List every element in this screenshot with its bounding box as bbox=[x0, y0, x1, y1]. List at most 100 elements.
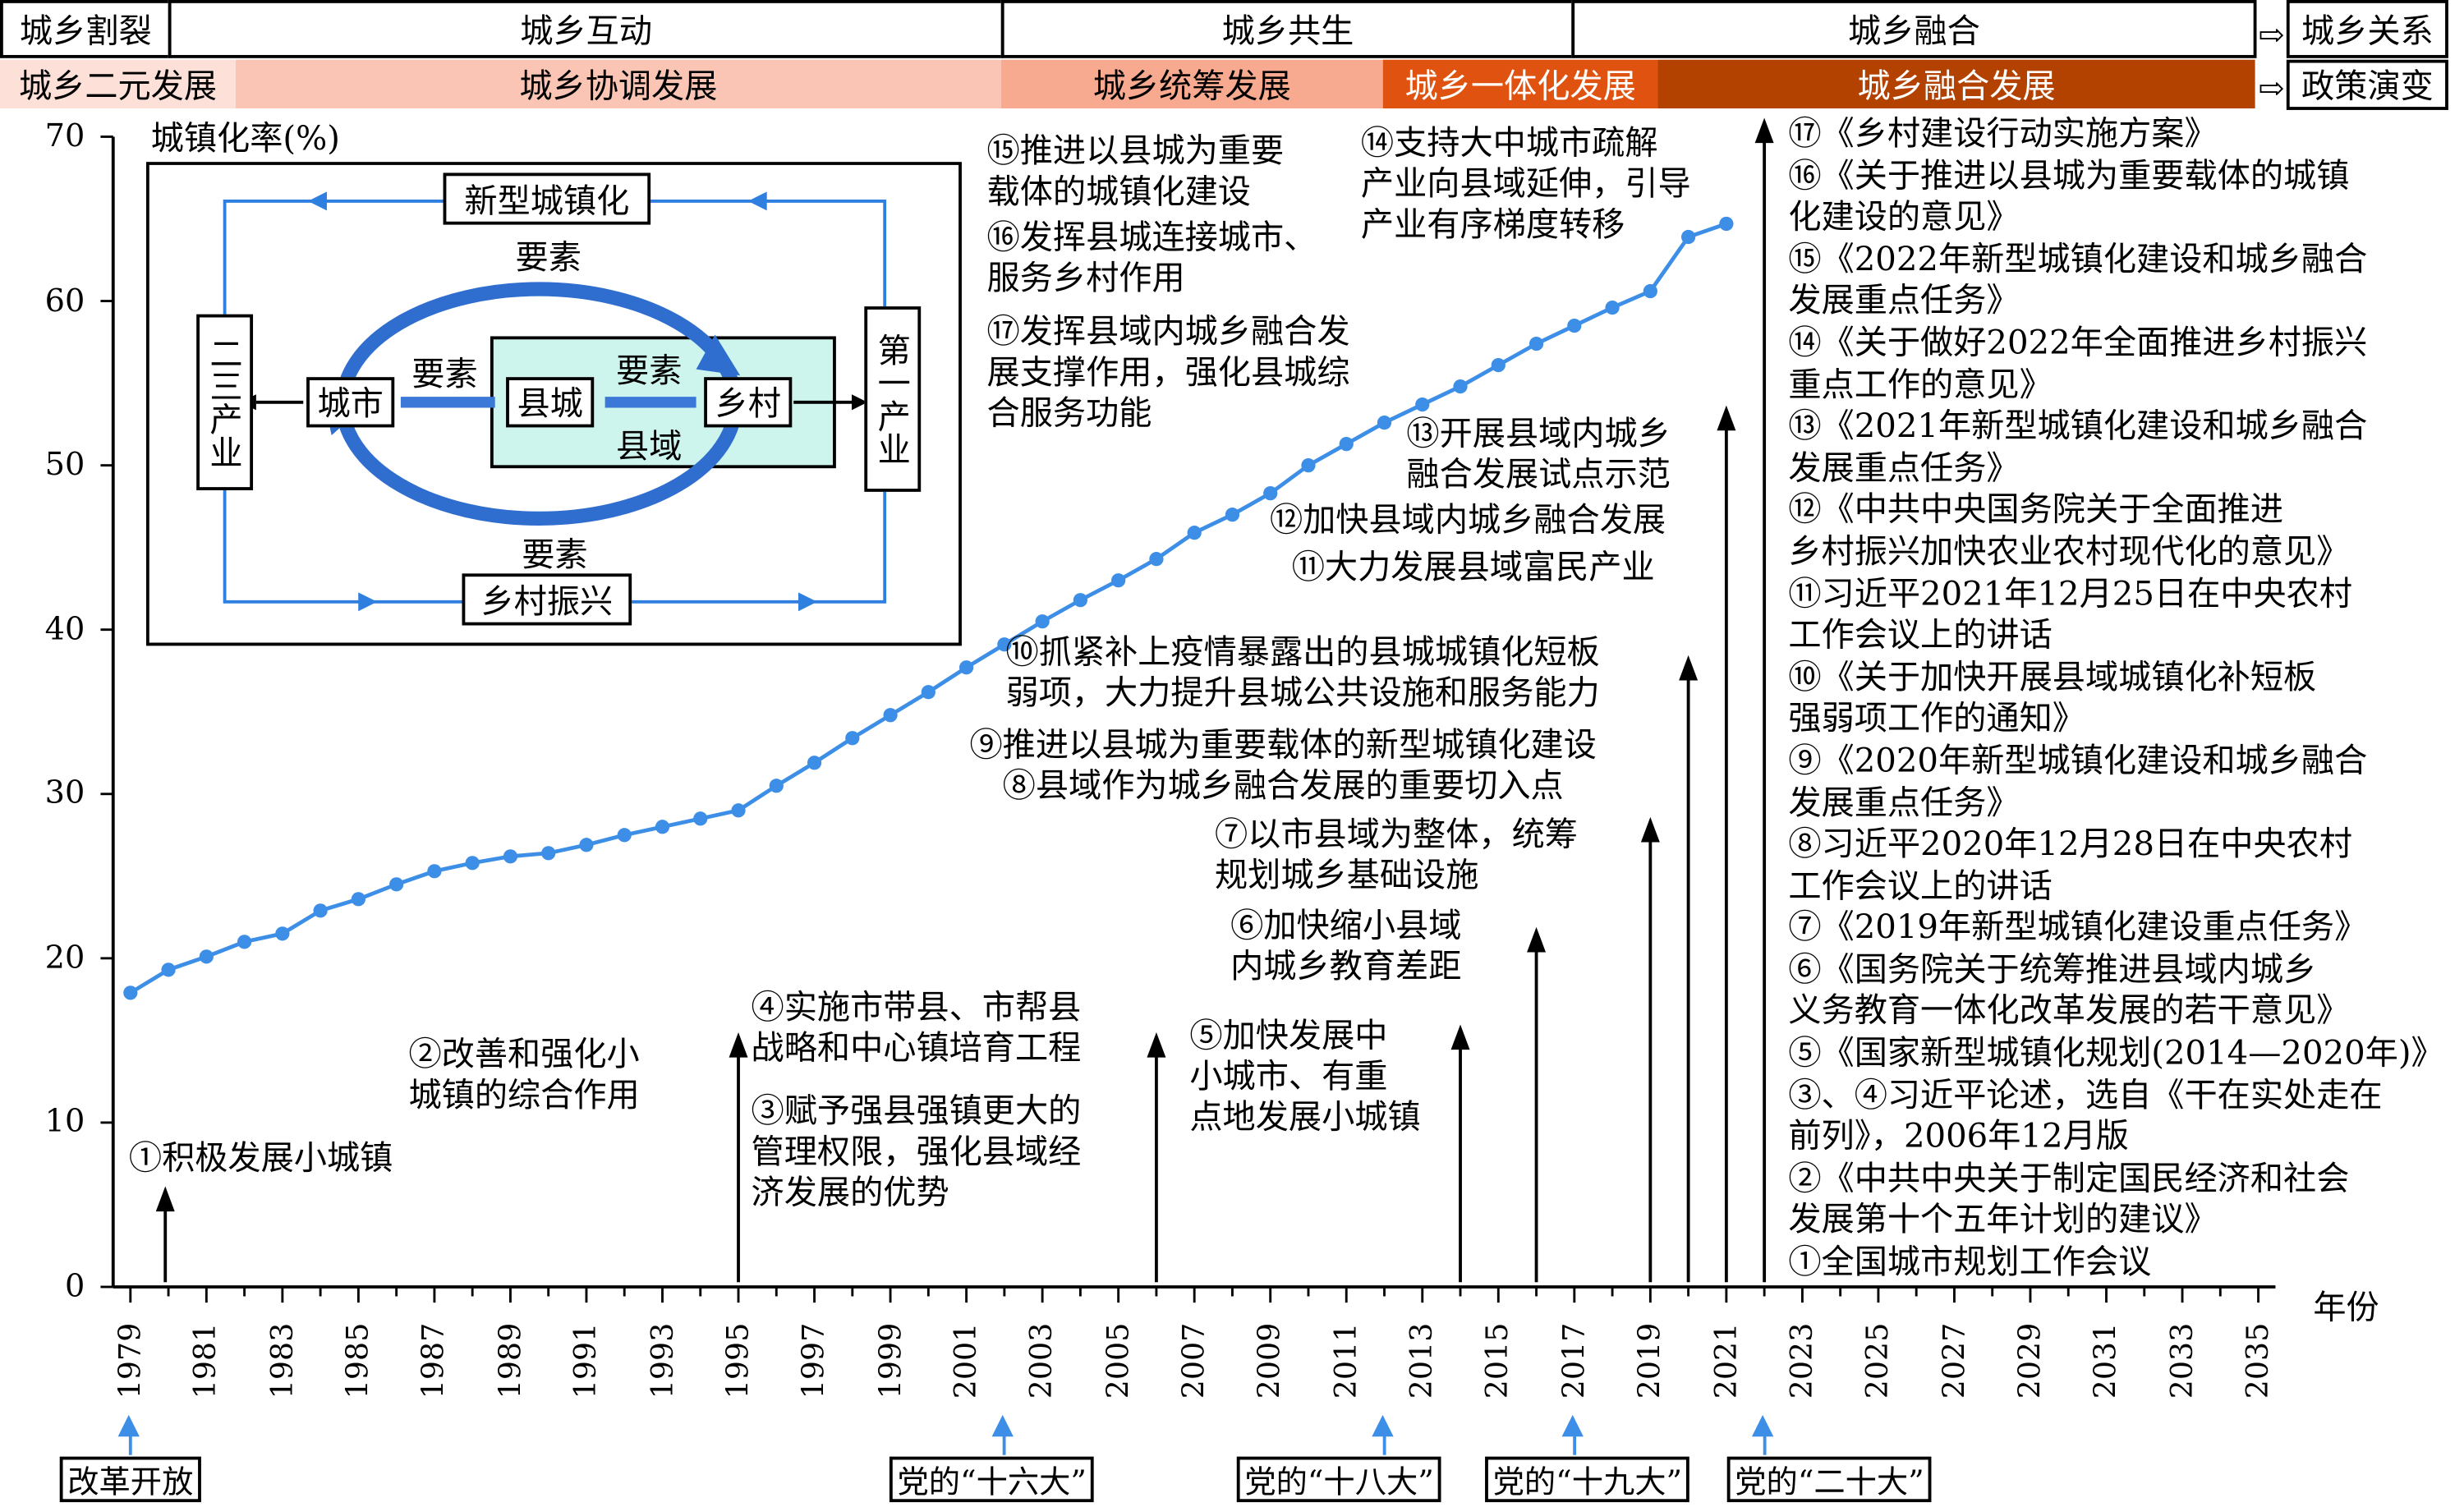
policy-annotation: ⑫加快县域内城乡融合发展 bbox=[1270, 499, 1666, 540]
rural-revitalization-box: 乡村振兴 bbox=[462, 573, 632, 626]
x-tick-label: 1993 bbox=[645, 1322, 680, 1399]
annotation-line: 小城市、有重 bbox=[1189, 1057, 1388, 1096]
x-tick-label: 2003 bbox=[1025, 1322, 1060, 1399]
annotation-line: ⑧县域作为城乡融合发展的重要切入点 bbox=[1002, 766, 1564, 805]
policy-annotation: ⑩抓紧补上疫情暴露出的县城城镇化短板弱项，大力提升县城公共设施和服务能力 bbox=[1006, 632, 1600, 713]
x-tick-label: 2013 bbox=[1404, 1322, 1440, 1399]
source-line: 工作会议上的讲话 bbox=[1788, 616, 2053, 655]
data-point bbox=[1377, 415, 1392, 430]
data-point bbox=[617, 828, 632, 843]
y-tick-label: 20 bbox=[44, 937, 85, 976]
data-point bbox=[1453, 379, 1468, 394]
annotation-line: ⑯发挥县城连接城市、 bbox=[986, 218, 1317, 256]
data-point bbox=[1339, 437, 1354, 452]
annotation-line: 弱项，大力提升县城公共设施和服务能力 bbox=[1005, 673, 1600, 712]
annotation-line: ⑫加快县域内城乡融合发展 bbox=[1269, 501, 1666, 540]
x-tick-label: 1987 bbox=[416, 1322, 452, 1399]
x-tick-label: 2019 bbox=[1633, 1322, 1668, 1399]
annotation-line: ⑬开展县域内城乡 bbox=[1406, 415, 1671, 453]
primary-industry-box: 第一产业 bbox=[864, 306, 922, 492]
data-point bbox=[389, 877, 404, 892]
annotation-line: ⑮推进以县城为重要 bbox=[986, 131, 1285, 170]
policy-annotation: ①积极发展小城镇 bbox=[129, 1137, 393, 1178]
annotation-line: 战略和中心镇培育工程 bbox=[751, 1029, 1082, 1068]
data-point bbox=[845, 731, 860, 746]
annotation-line: 济发展的优势 bbox=[751, 1174, 949, 1212]
annotation-line: ④实施市带县、市帮县 bbox=[751, 988, 1082, 1027]
milestone-arrow-icon: ▲ bbox=[1372, 1408, 1394, 1441]
x-tick-label: 2025 bbox=[1860, 1322, 1896, 1399]
policy-stage-4: 城乡一体化发展 bbox=[1382, 59, 1658, 109]
policy-stage-2: 城乡协调发展 bbox=[235, 59, 1001, 109]
policy-annotation: ⑤加快发展中小城市、有重点地发展小城镇 bbox=[1189, 1015, 1420, 1137]
annotation-line: ⑥加快缩小县域 bbox=[1230, 906, 1462, 944]
source-line: ⑥《国务院关于统筹推进县域内城乡 bbox=[1788, 950, 2317, 989]
data-point bbox=[1491, 357, 1506, 373]
annotation-line: 规划城乡基础设施 bbox=[1214, 856, 1479, 894]
source-line: ⑫《中共中央国务院关于全面推进 bbox=[1788, 490, 2284, 529]
source-line: 乡村振兴加快农业农村现代化的意见》 bbox=[1788, 532, 2350, 571]
annotation-line: ②改善和强化小 bbox=[408, 1035, 640, 1073]
data-point bbox=[237, 935, 252, 949]
x-tick-label: 2009 bbox=[1253, 1322, 1288, 1399]
county-label: 县域 bbox=[616, 427, 683, 466]
data-point bbox=[199, 949, 214, 964]
source-line: 工作会议上的讲话 bbox=[1788, 866, 2053, 905]
data-point bbox=[921, 685, 935, 700]
annotation-line: 点地发展小城镇 bbox=[1189, 1098, 1421, 1137]
data-point bbox=[579, 838, 594, 852]
data-point bbox=[807, 756, 822, 770]
arrow-up-icon bbox=[1679, 655, 1699, 681]
annotation-line: 展支撑作用，强化县城综 bbox=[986, 353, 1350, 392]
x-tick-label: 1989 bbox=[493, 1322, 528, 1399]
data-point bbox=[1301, 458, 1316, 473]
annotation-line: 内城乡教育差距 bbox=[1230, 947, 1462, 986]
milestone-label: 党的“二十大” bbox=[1726, 1456, 1933, 1503]
source-line: 义务教育一体化改革发展的若干意见》 bbox=[1788, 992, 2350, 1031]
source-line: ⑭《关于做好2022年全面推进乡村振兴 bbox=[1788, 324, 2368, 361]
data-point bbox=[1111, 573, 1126, 588]
data-point bbox=[427, 864, 442, 879]
y-tick-label: 70 bbox=[44, 116, 85, 154]
source-line: 前列》，2006年12月版 bbox=[1788, 1117, 2129, 1156]
data-point bbox=[693, 811, 708, 826]
x-tick-label: 2031 bbox=[2089, 1322, 2124, 1399]
source-line: ⑪习近平2021年12月25日在中央农村 bbox=[1788, 574, 2353, 613]
policy-annotation: ⑭支持大中城市疏解产业向县域延伸，引导产业有序梯度转移 bbox=[1361, 122, 1691, 245]
annotation-line: 产业向县域延伸，引导 bbox=[1360, 164, 1691, 203]
data-point bbox=[1529, 336, 1544, 351]
x-tick-label: 1985 bbox=[341, 1322, 376, 1399]
arrow-up-icon bbox=[1754, 117, 1774, 144]
x-tick-label: 2033 bbox=[2164, 1322, 2200, 1399]
annotation-line: 管理权限，强化县域经 bbox=[751, 1133, 1082, 1171]
milestone-label: 党的“十九大” bbox=[1485, 1456, 1690, 1503]
annotation-line: ⑤加快发展中 bbox=[1189, 1016, 1388, 1054]
source-line: 发展第十个五年计划的建议》 bbox=[1788, 1201, 2218, 1239]
data-point bbox=[731, 803, 746, 818]
arrow-up-icon bbox=[1640, 816, 1660, 843]
county-town-box: 县城 bbox=[506, 377, 595, 428]
y-tick-label: 0 bbox=[64, 1266, 85, 1305]
data-point bbox=[275, 926, 290, 941]
x-tick-label: 2015 bbox=[1481, 1322, 1516, 1399]
policy-annotation: ⑦以市县域为整体，统筹规划城乡基础设施 bbox=[1215, 814, 1578, 895]
milestone-stem bbox=[128, 1432, 132, 1455]
milestone-stem bbox=[1763, 1432, 1767, 1455]
data-point bbox=[1263, 486, 1278, 501]
policy-annotation: ⑧县域作为城乡融合发展的重要切入点 bbox=[1003, 765, 1564, 806]
x-tick-label: 2021 bbox=[1708, 1322, 1744, 1399]
policy-annotation: ⑬开展县域内城乡融合发展试点示范 bbox=[1406, 413, 1670, 494]
annotation-line: 产业有序梯度转移 bbox=[1360, 205, 1625, 244]
y-tick-label: 30 bbox=[44, 773, 85, 811]
policy-annotation: ③赋予强县强镇更大的管理权限，强化县域经济发展的优势 bbox=[752, 1091, 1082, 1213]
x-axis-label: 年份 bbox=[2313, 1288, 2379, 1326]
policy-annotation: ②改善和强化小城镇的综合作用 bbox=[408, 1034, 639, 1115]
data-point bbox=[1719, 216, 1734, 232]
source-line: ①全国城市规划工作会议 bbox=[1788, 1243, 2152, 1281]
data-point bbox=[1149, 552, 1164, 567]
x-tick-label: 2005 bbox=[1101, 1322, 1136, 1399]
source-line: 发展重点任务》 bbox=[1788, 448, 2020, 487]
policy-annotation: ⑨推进以县城为重要载体的新型城镇化建设 bbox=[970, 724, 1597, 765]
x-tick-label: 1997 bbox=[797, 1322, 832, 1399]
